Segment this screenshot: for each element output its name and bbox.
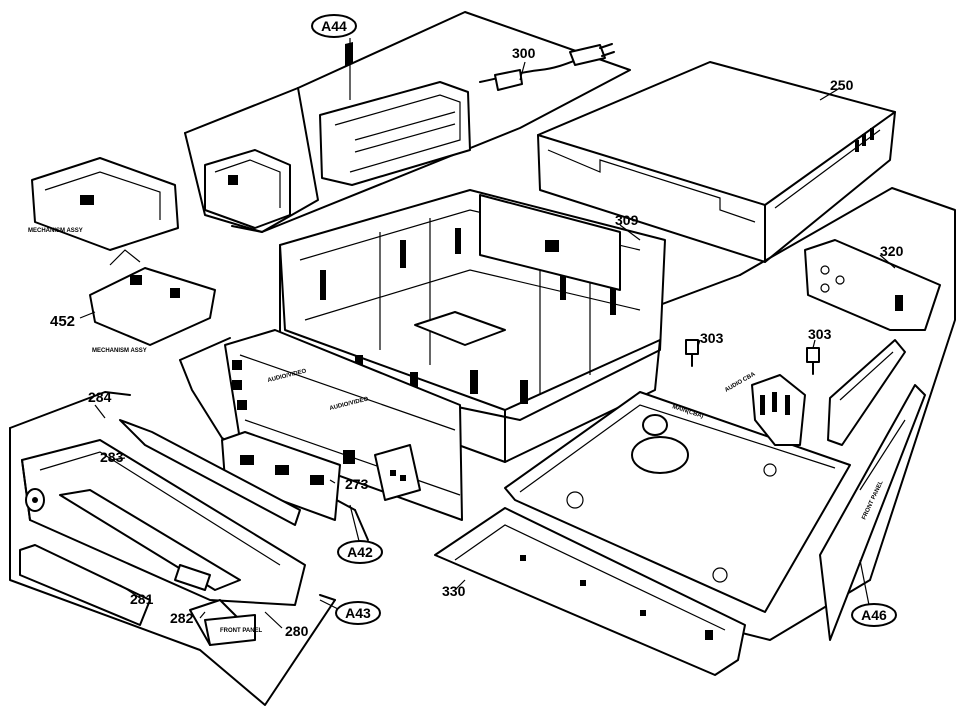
power-supply-board (319, 41, 471, 186)
jack-panel-board: AUDIO/VIDEO AUDIO/VIDEO (224, 329, 463, 521)
callout-a44: A44 (311, 14, 357, 38)
callout-a46: A46 (851, 603, 897, 627)
part-330-label: 330 (442, 583, 466, 599)
part-283-label: 283 (100, 449, 124, 465)
part-250-label: 250 (830, 77, 854, 93)
callout-a43-label: A43 (345, 605, 371, 621)
mechanism-base: MECHANISM ASSY (89, 249, 216, 354)
a44-group-outline (184, 11, 631, 233)
part-281-label: 281 (130, 591, 154, 607)
mech-assy-mark: MECHANISM ASSY (28, 228, 83, 234)
top-cover (537, 61, 896, 263)
callout-a42-label: A42 (347, 544, 373, 560)
a43-board-mark: FRONT PANEL (220, 628, 263, 634)
callout-a44-label: A44 (321, 18, 347, 34)
power-cord (479, 43, 615, 91)
cassette-door: FRONT PANEL (19, 544, 263, 646)
part-284-label: 284 (88, 389, 112, 405)
mech-assy-mark-2: MECHANISM ASSY (92, 348, 147, 354)
part-320-label: 320 (880, 243, 904, 259)
part-282-label: 282 (170, 610, 194, 626)
part-273-label: 273 (345, 476, 369, 492)
bottom-plate (434, 507, 746, 676)
part-452-label: 452 (50, 313, 75, 330)
part-303-left-label: 303 (700, 330, 724, 346)
screw-303-left (685, 339, 699, 367)
a43-group-outline (9, 391, 336, 706)
rear-panel (804, 239, 941, 331)
main-board: MAIN(CBA) (504, 391, 851, 613)
part-309-label: 309 (615, 212, 639, 228)
display-board: FRONT PANEL (819, 339, 926, 641)
part-280-label: 280 (285, 623, 309, 639)
screw-303-right (806, 347, 820, 375)
part-303-right-label: 303 (808, 326, 832, 342)
mechanism-assy: MECHANISM ASSY (28, 157, 179, 251)
callout-a43: A43 (335, 601, 381, 625)
main-chassis (279, 189, 666, 463)
front-panel (21, 439, 306, 606)
leader-lines (79, 38, 896, 629)
part-300-label: 300 (512, 45, 536, 61)
callout-a42: A42 (337, 540, 383, 564)
front-bracket (119, 419, 301, 526)
tuner-module (204, 149, 291, 229)
callout-a46-label: A46 (861, 607, 887, 623)
